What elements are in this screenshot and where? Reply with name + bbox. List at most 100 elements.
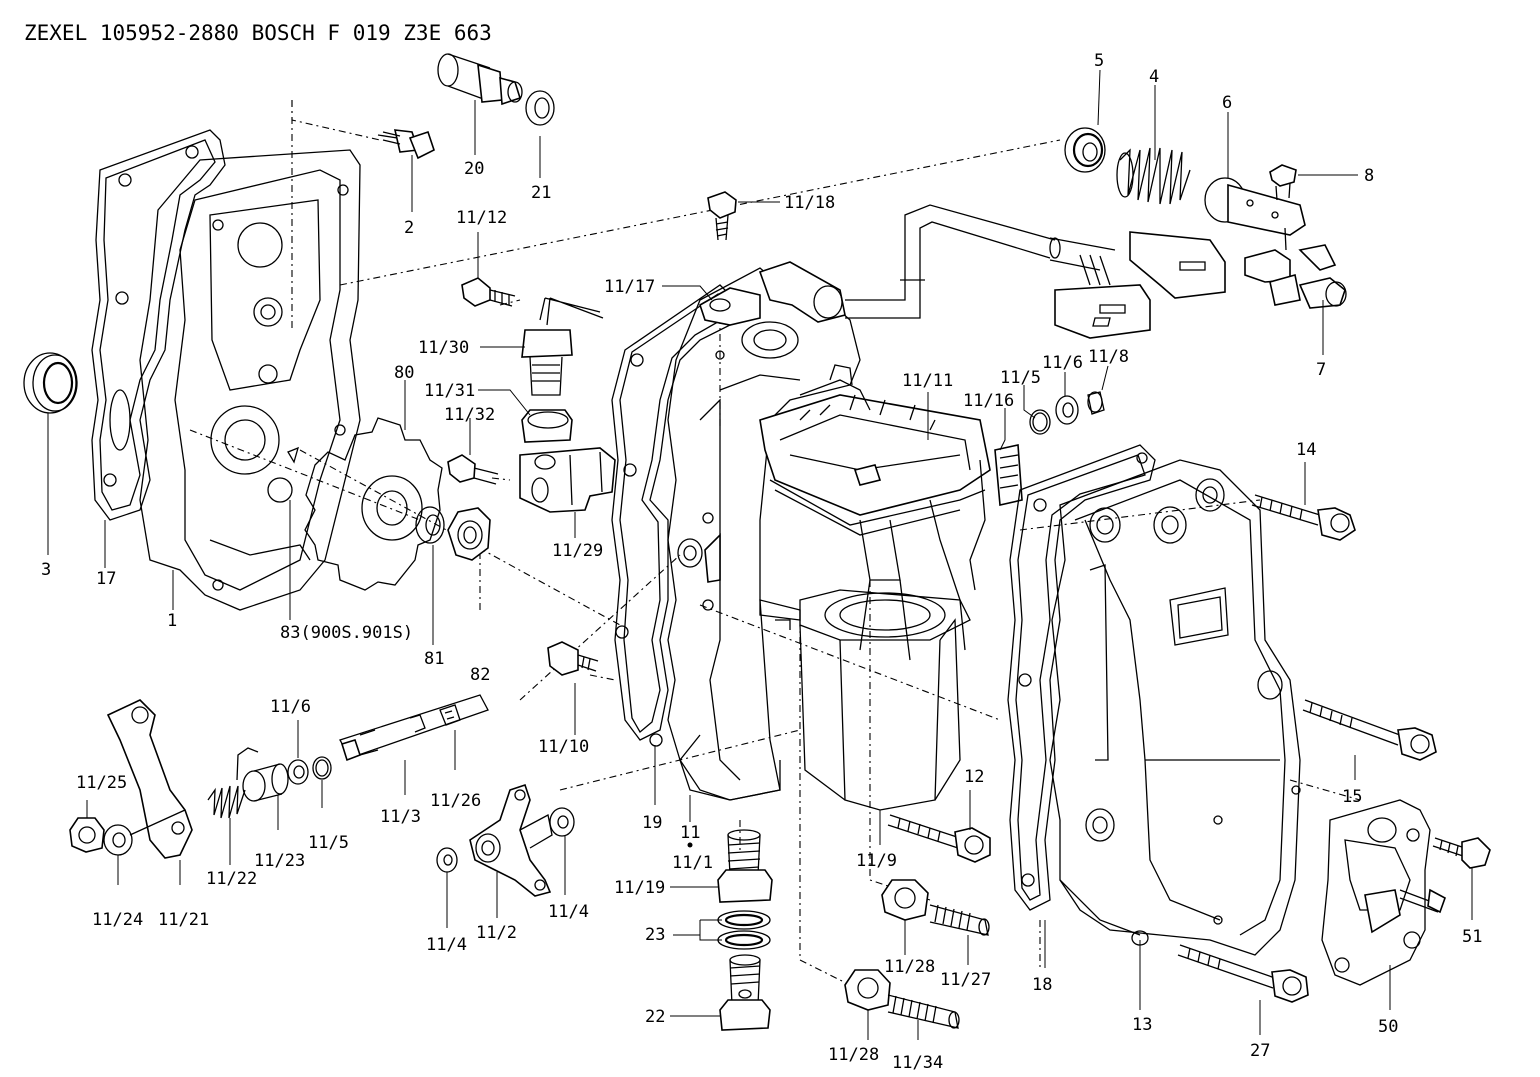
label-11-28-lower: 11/28 xyxy=(828,1045,879,1065)
nut-11-25 xyxy=(69,817,105,853)
boss-11-17 xyxy=(699,261,846,326)
label-11-6-left: 11/6 xyxy=(270,697,311,717)
label-11-11: 11/11 xyxy=(902,371,953,391)
reference-dot xyxy=(687,842,693,848)
label-1: 1 xyxy=(167,611,177,631)
label-11-29: 11/29 xyxy=(552,541,603,561)
bolt-27 xyxy=(1177,944,1309,1003)
label-11-30: 11/30 xyxy=(418,338,469,358)
screw-11-12 xyxy=(461,277,516,307)
label-50: 50 xyxy=(1378,1017,1398,1037)
label-11-5-left: 11/5 xyxy=(308,833,349,853)
label-11-3: 11/3 xyxy=(380,807,421,827)
label-15: 15 xyxy=(1342,787,1362,807)
label-11-24: 11/24 xyxy=(92,910,143,930)
assembly-centerlines xyxy=(189,100,1361,986)
label-11-5-top: 11/5 xyxy=(1000,368,1041,388)
spring-11-22 xyxy=(207,747,259,819)
label-12: 12 xyxy=(964,767,984,787)
nut-82 xyxy=(447,507,491,561)
shaft-11-3 xyxy=(339,694,489,762)
governor-housing-11 xyxy=(667,267,861,801)
sensor-11-30 xyxy=(521,297,604,396)
label-81: 81 xyxy=(424,649,444,669)
label-17: 17 xyxy=(96,569,116,589)
washer-21 xyxy=(525,90,555,126)
washer-11-8 xyxy=(1087,391,1105,415)
gasket-18 xyxy=(1007,444,1156,911)
label-6: 6 xyxy=(1222,93,1232,113)
label-11-6-top: 11/6 xyxy=(1042,353,1083,373)
label-4: 4 xyxy=(1149,67,1159,87)
seals-23 xyxy=(717,910,771,950)
label-11-18: 11/18 xyxy=(784,193,835,213)
bolt-14 xyxy=(1251,494,1356,541)
label-3: 3 xyxy=(41,560,51,580)
label-11-10: 11/10 xyxy=(538,737,589,757)
label-5: 5 xyxy=(1094,51,1104,71)
valve-11-19 xyxy=(717,829,773,903)
label-22: 22 xyxy=(645,1007,665,1027)
washer-11-4-right xyxy=(549,807,575,837)
screw-51 xyxy=(1432,837,1491,920)
nut-11-28-upper xyxy=(881,879,929,921)
bolt-2 xyxy=(377,129,435,160)
screw-11-34 xyxy=(887,994,960,1029)
screw-12 xyxy=(887,814,991,863)
fitting-20 xyxy=(437,53,523,106)
label-11-9: 11/9 xyxy=(856,851,897,871)
label-11-22: 11/22 xyxy=(206,869,257,889)
lever-7 xyxy=(1244,227,1347,309)
screw-11-32 xyxy=(447,454,499,485)
bolt-8 xyxy=(1269,164,1297,201)
label-11-19: 11/19 xyxy=(614,878,665,898)
gasket-19 xyxy=(611,284,741,747)
label-8: 8 xyxy=(1364,166,1374,186)
washer-5 xyxy=(1064,127,1106,173)
cover-50 xyxy=(1321,799,1446,1000)
label-80: 80 xyxy=(394,363,414,383)
label-13: 13 xyxy=(1132,1015,1152,1035)
lever-11-21 xyxy=(106,699,193,885)
label-11-12: 11/12 xyxy=(456,208,507,228)
diagram-title: ZEXEL 105952-2880 BOSCH F 019 Z3E 663 xyxy=(24,21,492,45)
part-labels: 5 4 6 8 7 14 15 51 50 27 13 18 12 11/9 1… xyxy=(41,51,1482,1073)
label-83: 83(900S.901S) xyxy=(280,623,413,643)
label-21: 21 xyxy=(531,183,551,203)
label-11-25: 11/25 xyxy=(76,773,127,793)
label-11-32: 11/32 xyxy=(444,405,495,425)
o-ring-11-5-left xyxy=(312,756,332,780)
label-20: 20 xyxy=(464,159,484,179)
label-11-34: 11/34 xyxy=(892,1053,943,1073)
actuator-11-11 xyxy=(759,364,991,661)
label-82: 82 xyxy=(470,665,490,685)
screw-11-18 xyxy=(707,191,737,241)
bracket-11-29 xyxy=(519,447,616,513)
spring-4 xyxy=(1116,147,1191,205)
label-11-21: 11/21 xyxy=(158,910,209,930)
label-7: 7 xyxy=(1316,360,1326,380)
magnet-11-9 xyxy=(759,589,971,811)
label-11-16: 11/16 xyxy=(963,391,1014,411)
label-27: 27 xyxy=(1250,1041,1270,1061)
label-11-2: 11/2 xyxy=(476,923,517,943)
gear-wheel-80 xyxy=(304,417,443,591)
label-11-8: 11/8 xyxy=(1088,347,1129,367)
label-11-23: 11/23 xyxy=(254,851,305,871)
gasket-17 xyxy=(91,129,226,521)
washer-81 xyxy=(415,506,445,544)
cover-13 xyxy=(1049,459,1301,990)
screw-11-10 xyxy=(547,641,599,676)
plate-6 xyxy=(1204,177,1306,236)
nut-11-31 xyxy=(521,409,573,443)
oil-seal-3 xyxy=(23,352,131,451)
washer-11-16 xyxy=(994,444,1023,506)
label-19: 19 xyxy=(642,813,662,833)
screw-11-27 xyxy=(929,904,990,936)
label-11-17: 11/17 xyxy=(604,277,655,297)
label-11-4-left: 11/4 xyxy=(426,935,467,955)
label-11: 11 xyxy=(680,823,700,843)
cable-harness xyxy=(845,204,1226,339)
label-11-27: 11/27 xyxy=(940,970,991,990)
